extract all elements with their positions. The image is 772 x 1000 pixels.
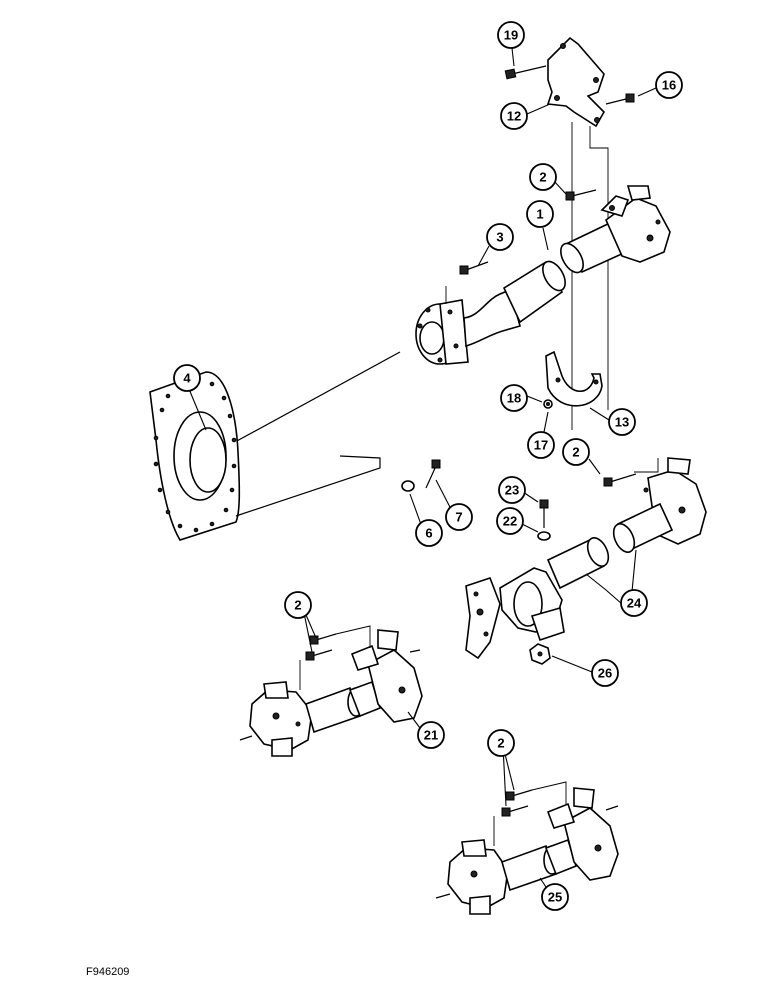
nut-6: [401, 480, 415, 492]
shaft-assembly-1: [415, 185, 671, 365]
svg-text:1: 1: [536, 207, 543, 222]
shaft-assembly-21: [249, 629, 423, 757]
svg-text:21: 21: [424, 728, 438, 743]
bolt-3: [459, 261, 489, 275]
shaft-25-axis-right: [605, 805, 619, 811]
svg-text:2: 2: [539, 170, 546, 185]
bracket-guide-right: [589, 126, 609, 410]
callout-6: 6: [415, 519, 443, 547]
callout-2-shaft25: 2: [487, 729, 515, 757]
svg-text:3: 3: [496, 230, 503, 245]
svg-text:25: 25: [548, 890, 562, 905]
callout-18: 18: [500, 384, 528, 412]
bolt-2-shaft25-guide: [531, 781, 567, 804]
svg-text:2: 2: [497, 736, 504, 751]
svg-text:19: 19: [504, 28, 518, 43]
svg-text:13: 13: [615, 415, 629, 430]
bolt-2-top: [565, 189, 597, 201]
callout-3: 3: [486, 223, 514, 251]
svg-text:2: 2: [294, 598, 301, 613]
callout-22: 22: [496, 507, 524, 535]
callout-2-shaft21: 2: [284, 591, 312, 619]
callout-1: 1: [526, 200, 554, 228]
callout-26: 26: [591, 659, 619, 687]
callout-17: 17: [527, 431, 555, 459]
bolt-2-mid-guide: [634, 458, 659, 473]
flange-guide-line: [235, 455, 381, 517]
svg-text:18: 18: [507, 391, 521, 406]
bolt-2-shaft21: [305, 633, 337, 661]
washer-22: [537, 531, 551, 541]
shaft-assembly-25: [447, 787, 619, 915]
svg-text:6: 6: [425, 526, 432, 541]
leader-lines: [188, 47, 657, 897]
callout-4: 4: [173, 364, 201, 392]
nut-18: [543, 399, 553, 409]
shaft-21-axis-left: [239, 735, 253, 741]
shaft-21-axis-right: [409, 649, 421, 653]
bolt-2-shaft21-guide: [335, 625, 371, 648]
svg-text:2: 2: [572, 445, 579, 460]
callout-23: 23: [498, 476, 526, 504]
flange-plate-4: [149, 371, 241, 541]
bolt-16: [605, 93, 635, 105]
figure-code: F946209: [86, 966, 130, 978]
shaft-assembly-24: [465, 457, 707, 660]
lower-bracket: [545, 350, 603, 407]
bolt-2-shaft25: [501, 789, 533, 817]
callout-25: 25: [541, 883, 569, 911]
svg-text:23: 23: [505, 483, 519, 498]
bolt-19: [504, 65, 547, 80]
callout-2-top: 2: [529, 163, 557, 191]
upper-bracket: [546, 36, 605, 128]
callout-13: 13: [608, 408, 636, 436]
svg-text:26: 26: [598, 666, 612, 681]
bolt-2-mid: [603, 473, 637, 487]
svg-text:4: 4: [183, 371, 191, 386]
svg-text:22: 22: [503, 514, 517, 529]
callout-16: 16: [655, 71, 683, 99]
bolt-7: [425, 459, 441, 489]
svg-text:17: 17: [534, 438, 548, 453]
callout-12: 12: [500, 102, 528, 130]
bolt-23: [539, 499, 549, 528]
callout-19: 19: [497, 21, 525, 49]
nut-26: [529, 643, 551, 665]
svg-text:12: 12: [507, 109, 521, 124]
svg-text:24: 24: [627, 596, 642, 611]
svg-text:7: 7: [455, 510, 462, 525]
callout-7: 7: [445, 503, 473, 531]
svg-text:16: 16: [662, 78, 676, 93]
shaft-25-axis-left: [435, 893, 451, 899]
callout-21: 21: [417, 721, 445, 749]
callout-24: 24: [620, 589, 648, 617]
callout-2-mid: 2: [562, 438, 590, 466]
